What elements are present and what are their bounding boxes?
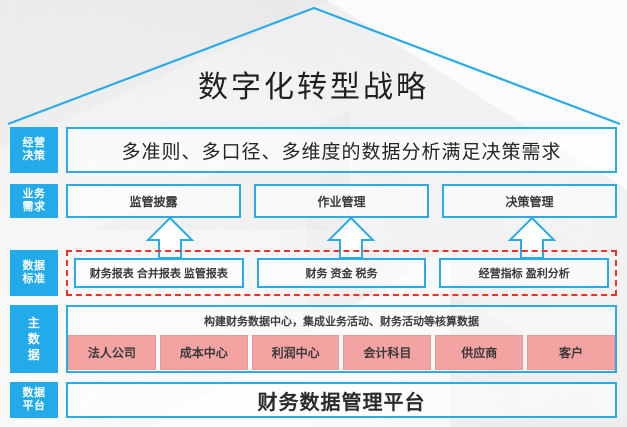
standard-box-reports[interactable]: 财务报表 合并报表 监管报表: [74, 258, 244, 288]
business-box-regulatory[interactable]: 监管披露: [66, 184, 241, 218]
layer-tag-standard: 数据 标准: [10, 250, 58, 296]
layer-tag-platform-line1: 数据: [22, 387, 46, 399]
layer-tag-decision: 经营 决策: [10, 127, 58, 173]
master-data-block: 构建财务数据中心，集成业务活动、财务活动等核算数据 法人公司 成本中心 利润中心…: [66, 305, 617, 373]
business-box-operations[interactable]: 作业管理: [254, 184, 429, 218]
business-box-decision[interactable]: 决策管理: [442, 184, 617, 218]
layer-tag-platform-line2: 平台: [22, 400, 46, 412]
layer-tag-master: 主 数 据: [10, 305, 58, 373]
master-item-customer[interactable]: 客户: [527, 335, 615, 370]
master-item-account[interactable]: 会计科目: [343, 335, 432, 370]
layer-platform: 数据 平台 财务数据管理平台: [10, 382, 617, 418]
platform-name-box: 财务数据管理平台: [66, 382, 617, 418]
layer-decision: 经营 决策 多准则、多口径、多维度的数据分析满足决策需求: [10, 127, 617, 173]
master-item-legal-entity[interactable]: 法人公司: [68, 335, 156, 370]
roof-icon: [7, 6, 621, 126]
master-data-item-group: 法人公司 成本中心 利润中心 会计科目 供应商 客户: [68, 335, 615, 371]
layer-tag-business-line1: 业务: [22, 188, 46, 200]
layer-tag-platform: 数据 平台: [10, 382, 58, 418]
page-title: 数字化转型战略: [198, 71, 429, 104]
layer-tag-business-line2: 需求: [22, 201, 46, 213]
standard-box-indicators[interactable]: 经营指标 盈利分析: [439, 258, 610, 288]
layer-tag-master-line1: 主: [27, 316, 41, 330]
master-item-cost-center[interactable]: 成本中心: [159, 335, 248, 370]
standard-box-finance[interactable]: 财务 资金 税务: [256, 258, 427, 288]
layer-tag-business: 业务 需求: [10, 184, 58, 218]
business-box-group: 监管披露 作业管理 决策管理: [66, 184, 617, 218]
layer-tag-decision-line2: 决策: [22, 150, 46, 162]
standard-dashed-container: 财务报表 合并报表 监管报表 财务 资金 税务 经营指标 盈利分析: [66, 250, 617, 296]
layer-tag-decision-line1: 经营: [22, 137, 46, 149]
decision-statement-box: 多准则、多口径、多维度的数据分析满足决策需求: [66, 127, 617, 173]
layer-standard: 数据 标准 财务报表 合并报表 监管报表 财务 资金 税务 经营指标 盈利分析: [10, 250, 617, 296]
layer-business: 业务 需求 监管披露 作业管理 决策管理: [10, 184, 617, 218]
master-data-description: 构建财务数据中心，集成业务活动、财务活动等核算数据: [204, 316, 479, 328]
layer-tag-master-line2: 数: [27, 332, 41, 346]
layer-tag-standard-line2: 标准: [22, 273, 46, 285]
layer-tag-master-line3: 据: [27, 348, 41, 362]
master-item-supplier[interactable]: 供应商: [435, 335, 524, 370]
layer-tag-standard-line1: 数据: [22, 260, 46, 272]
layer-master: 主 数 据 构建财务数据中心，集成业务活动、财务活动等核算数据 法人公司 成本中…: [10, 305, 617, 373]
master-item-profit-center[interactable]: 利润中心: [251, 335, 340, 370]
